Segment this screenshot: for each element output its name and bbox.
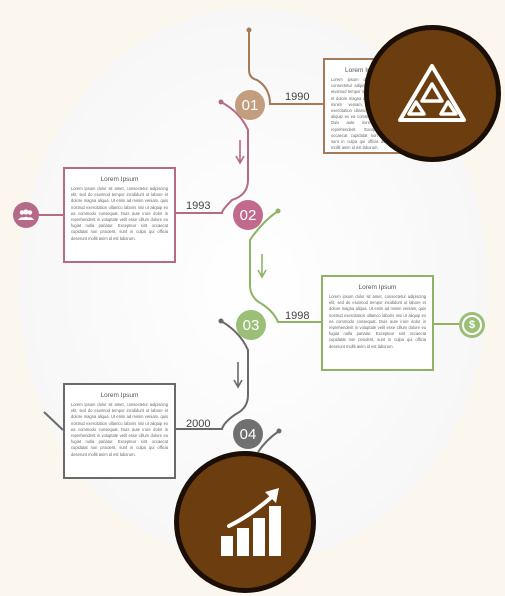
year-label-1990: 1990 — [285, 91, 310, 103]
step-03-circle: 03 — [236, 310, 266, 340]
people-icon — [13, 202, 39, 228]
triangle-icon — [398, 64, 466, 122]
growth-chart-badge[interactable] — [174, 451, 316, 593]
step-03-text-box: Lorem Ipsum Lorem ipsum dolor sit amet, … — [321, 275, 434, 371]
step-04-number: 04 — [239, 425, 257, 443]
step-02-number: 02 — [239, 206, 257, 224]
growth-chart-icon — [221, 488, 281, 556]
step-02-circle: 02 — [233, 200, 263, 230]
dollar-glyph: $ — [468, 319, 476, 331]
step-04-text-box: Lorem Ipsum Lorem ipsum dolor sit amet, … — [63, 383, 176, 479]
box-title: Lorem Ipsum — [100, 176, 139, 183]
box-title: Lorem Ipsum — [100, 392, 139, 399]
year-label-2000: 2000 — [186, 418, 211, 430]
step-01-circle: 01 — [235, 90, 265, 120]
triangle-badge[interactable] — [364, 25, 501, 162]
step-01-number: 01 — [241, 96, 259, 114]
dollar-icon: $ — [459, 312, 485, 338]
step-04-circle: 04 — [233, 419, 263, 449]
box-title: Lorem Ipsum — [345, 67, 383, 74]
year-label-1993: 1993 — [186, 200, 211, 212]
box-body: Lorem ipsum dolor sit amet, consectetur … — [71, 402, 168, 457]
step-03-number: 03 — [242, 316, 260, 334]
box-body: Lorem ipsum dolor sit amet, consectetur … — [329, 294, 426, 349]
box-body: Lorem ipsum dolor sit amet, consectetur … — [71, 186, 168, 241]
year-label-1998: 1998 — [285, 310, 310, 322]
step-02-text-box: Lorem Ipsum Lorem ipsum dolor sit amet, … — [63, 167, 176, 263]
box-title: Lorem Ipsum — [358, 284, 397, 291]
